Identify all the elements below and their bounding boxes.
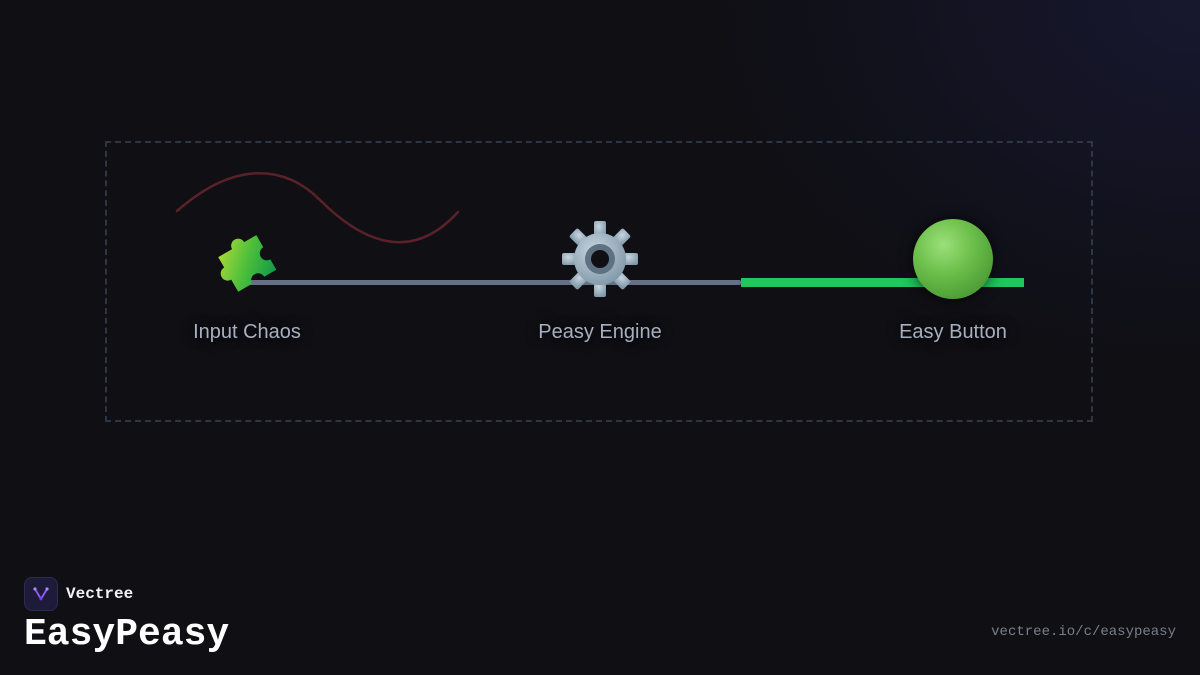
node-label: Easy Button: [899, 321, 1007, 343]
gear-icon: [562, 221, 638, 297]
green-circle-icon: [913, 219, 993, 299]
pipeline-track: [247, 280, 741, 285]
product-title: EasyPeasy: [24, 613, 230, 656]
brand-block: Vectree EasyPeasy: [24, 577, 229, 657]
pipeline-track-active: [741, 278, 1024, 287]
node-easy-button: Easy Button: [853, 219, 1053, 344]
brand-name: Vectree: [66, 585, 134, 603]
node-label: Input Chaos: [193, 321, 301, 343]
node-peasy-engine: Peasy Engine: [500, 219, 700, 344]
node-input-chaos: Input Chaos: [147, 219, 347, 344]
puzzle-piece-icon: [218, 235, 277, 292]
vectree-logo-icon: [24, 577, 58, 611]
node-label: Peasy Engine: [538, 321, 662, 343]
diagram-frame: [105, 141, 1093, 422]
product-url[interactable]: vectree.io/c/easypeasy: [991, 624, 1176, 640]
brand-row: Vectree: [24, 577, 229, 611]
